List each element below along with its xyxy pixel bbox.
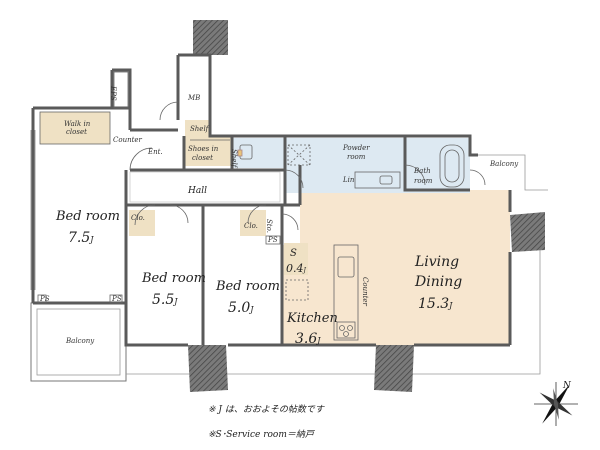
service-room-size: 0.4J — [286, 262, 307, 275]
counter-label-2: Counter — [361, 277, 369, 307]
compass-icon — [534, 382, 578, 426]
balcony-right-label: Balcony — [489, 160, 519, 168]
shoes-closet-area — [184, 136, 232, 166]
shaft-right — [510, 212, 545, 252]
ps-label-1: PS — [39, 295, 50, 303]
walk-in-closet-area — [40, 112, 110, 144]
closet-2-area — [240, 210, 266, 236]
fixtures — [30, 71, 486, 341]
bedroom-1-label: Bed room — [55, 209, 120, 224]
balcony-left-label: Balcony — [65, 337, 95, 345]
hall-label: Hall — [187, 186, 207, 196]
shelf-label-1: Shelf — [190, 125, 210, 133]
bedroom-2-label: Bed room — [141, 271, 206, 286]
bedroom-2-size: 5.5J — [152, 292, 178, 308]
shoes-closet-label-1: Shoes in — [188, 145, 219, 153]
closet-1-label: Clo. — [131, 214, 145, 222]
kitchen-label: Kitchen — [286, 311, 338, 326]
shelf-label-2: Shelf — [230, 149, 238, 169]
living-area — [300, 165, 510, 345]
eps-label: EPS — [109, 85, 117, 101]
living-size: 15.3J — [418, 296, 453, 312]
balcony-left-inner — [36, 308, 121, 376]
shaft-top — [193, 20, 228, 55]
walk-in-closet-label-1: Walk in — [64, 120, 91, 128]
storage-label: Sto. — [265, 219, 273, 233]
ps-label-2: PS — [111, 295, 122, 303]
closet-2-label: Clo. — [244, 222, 258, 230]
counter-label-1: Counter — [113, 136, 143, 144]
shoes-closet-label-2: closet — [192, 154, 213, 162]
walk-in-closet-label-2: closet — [66, 128, 87, 136]
shaft-bottom-1 — [188, 345, 228, 392]
note-service-room: ※S･Service room＝納戸 — [208, 429, 316, 440]
kitchen-size: 3.6J — [295, 331, 321, 347]
service-room-label: S — [290, 248, 297, 259]
shelf-area — [185, 120, 209, 136]
living-label: Living — [414, 254, 459, 270]
bedroom-3-label: Bed room — [215, 279, 280, 294]
north-label: N — [562, 381, 572, 391]
mb-label: MB — [187, 94, 200, 102]
balcony-right-outline — [478, 154, 548, 191]
bath-room-label-2: room — [414, 177, 433, 185]
shaft-bottom-2 — [374, 345, 414, 392]
closet-1-area — [129, 210, 155, 236]
lin-label: Lin — [342, 176, 355, 184]
powder-room-label-1: Powder — [342, 144, 370, 152]
service-room-area — [284, 243, 308, 275]
dining-label: Dining — [414, 274, 462, 290]
bedroom-1-size: 7.5J — [68, 230, 94, 246]
bedroom-3-size: 5.0J — [228, 300, 254, 316]
ps-label-3: PS — [267, 236, 278, 244]
ent-label: Ent. — [147, 148, 163, 156]
balcony-south-outline — [126, 226, 541, 375]
powder-room-label-2: room — [347, 153, 366, 161]
bath-room-label-1: Bath — [413, 167, 431, 175]
note-tatami: ※ J は、おおよその帖数です — [208, 404, 325, 415]
